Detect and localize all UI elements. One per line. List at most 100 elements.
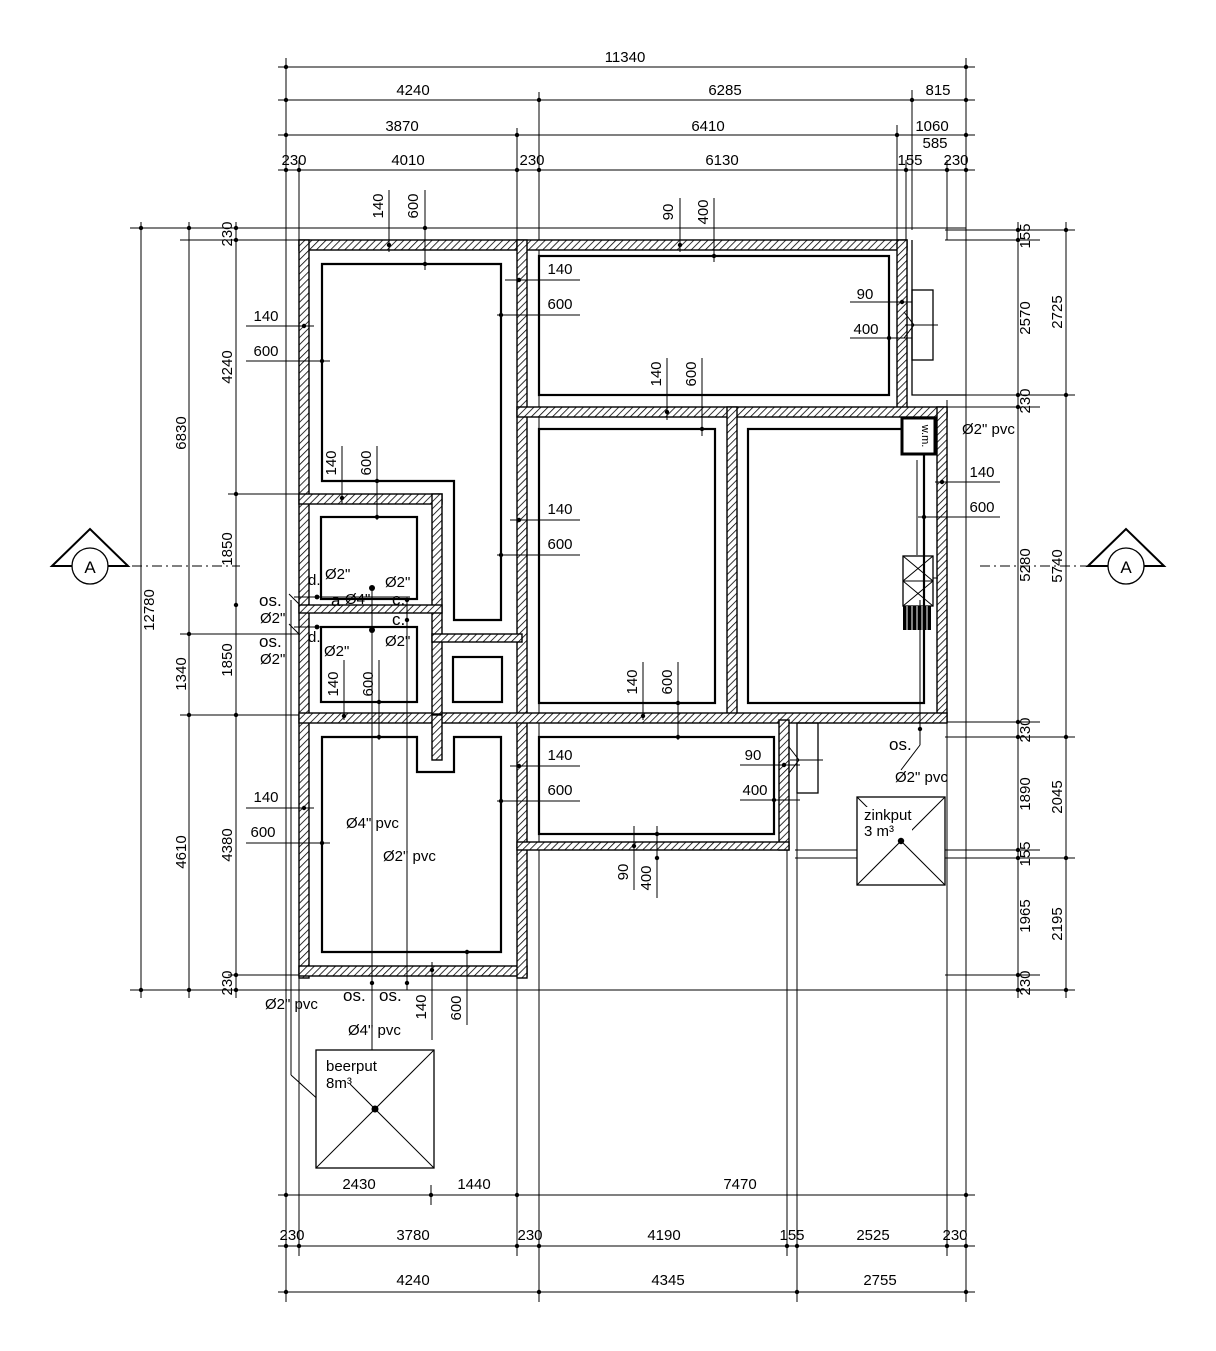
- dim-top-r4-4: 6130: [705, 152, 738, 169]
- dim-right-inner-9: 230: [1017, 970, 1034, 995]
- pipe-os-5: os.: [889, 735, 912, 754]
- callout-600-e: 600: [358, 450, 375, 475]
- callout-90-c: 90: [745, 747, 762, 764]
- callout-600-i: 600: [659, 669, 676, 694]
- dim-top-r3-2: 6410: [691, 118, 724, 135]
- dim-left-inner-1: 230: [219, 221, 236, 246]
- dim-left-inner-3: 1850: [219, 532, 236, 565]
- callout-600-k: 600: [250, 824, 275, 841]
- callout-600-b: 600: [547, 296, 572, 313]
- dim-top-r4-5: 155: [897, 152, 922, 169]
- callout-140-g: 140: [547, 501, 572, 518]
- callout-90-b: 90: [857, 286, 874, 303]
- dim-right-outer-4: 2195: [1049, 907, 1066, 940]
- pipe-os-2: os.: [259, 632, 282, 651]
- dim-bottom-r2-7: 230: [942, 1227, 967, 1244]
- dim-bottom-r2-6: 2525: [856, 1227, 889, 1244]
- beerput-volume: 8m³: [326, 1075, 352, 1092]
- beerput-label: beerput: [326, 1058, 378, 1075]
- dim-bottom-r2-5: 155: [779, 1227, 804, 1244]
- dim-bottom-r2-2: 3780: [396, 1227, 429, 1244]
- callout-140-i: 140: [624, 669, 641, 694]
- dim-left-outer-1: 6830: [173, 416, 190, 449]
- pipe-c-2: c.: [392, 610, 405, 629]
- pipe-o2pvc-2: Ø2" pvc: [265, 996, 318, 1013]
- callout-400-d: 400: [638, 865, 655, 890]
- dim-top-r4-1: 230: [281, 152, 306, 169]
- callout-600-j: 600: [547, 782, 572, 799]
- pipe-o4pvc-1: Ø4" pvc: [346, 815, 399, 832]
- callout-400-b: 400: [853, 321, 878, 338]
- dim-bottom-r2-1: 230: [279, 1227, 304, 1244]
- dim-bottom-r1-2: 1440: [457, 1176, 490, 1193]
- dim-right-inner-4: 5280: [1017, 548, 1034, 581]
- dim-top-r4-2: 4010: [391, 152, 424, 169]
- footing-callouts: 140 600 90 400 140 600 140 600 90 400 14…: [246, 190, 1000, 1040]
- room-panels: [319, 240, 966, 954]
- zinkput-label: zinkput: [864, 807, 912, 824]
- dim-bottom-r2-4: 4190: [647, 1227, 680, 1244]
- pipe-o4pvc-2: Ø4" pvc: [348, 1022, 401, 1039]
- callout-400-a: 400: [695, 199, 712, 224]
- pipe-o4-1: Ø4": [345, 591, 370, 608]
- dim-top-r3-3: 1060: [915, 118, 948, 135]
- dim-bottom-r1-1: 2430: [342, 1176, 375, 1193]
- wall-footings: [298, 239, 948, 979]
- zinkput-pit: zinkput 3 m³: [856, 796, 946, 886]
- dim-bottom-r3-1: 4240: [396, 1272, 429, 1289]
- dim-left-inner-5: 4380: [219, 828, 236, 861]
- callout-600-f: 600: [969, 499, 994, 516]
- pipe-o2pvc-1: Ø2" pvc: [383, 848, 436, 865]
- callout-140-j: 140: [547, 747, 572, 764]
- callout-600-g: 600: [547, 536, 572, 553]
- dim-left-total: 12780: [141, 589, 158, 631]
- dim-left-outer-2: 1340: [173, 657, 190, 690]
- callout-140-h: 140: [325, 671, 342, 696]
- dim-right-inner-5: 230: [1017, 717, 1034, 742]
- callout-600-c: 600: [253, 343, 278, 360]
- pipe-d-2: d.: [308, 629, 321, 646]
- callout-400-c: 400: [742, 782, 767, 799]
- dim-bottom-r1-3: 7470: [723, 1176, 756, 1193]
- pipe-c-1: c.: [392, 590, 405, 609]
- callout-140-k: 140: [253, 789, 278, 806]
- callout-140-e: 140: [323, 450, 340, 475]
- dim-left-inner-2: 4240: [219, 350, 236, 383]
- callout-90-d: 90: [615, 864, 632, 881]
- pipe-os-3: os.: [343, 986, 366, 1005]
- pipe-o2-1: Ø2": [325, 566, 350, 583]
- callout-140-b: 140: [547, 261, 572, 278]
- pipe-o2-4: Ø2": [385, 633, 410, 650]
- zinkput-volume: 3 m³: [864, 823, 894, 840]
- dim-right-inner-6: 1890: [1017, 777, 1034, 810]
- dim-right-outer-1: 2725: [1049, 295, 1066, 328]
- callout-140-a: 140: [370, 193, 387, 218]
- dim-right-inner-1: 155: [1017, 223, 1034, 248]
- dim-right-inner-7: 155: [1017, 841, 1034, 866]
- callout-140-c: 140: [253, 308, 278, 325]
- pipe-os-1: os.: [259, 591, 282, 610]
- pipe-a: a: [331, 591, 341, 610]
- top-dimensions: 11340 4240 6285 815 3870 6410 1060 585 2…: [278, 49, 975, 240]
- dim-left-inner-4: 1850: [219, 643, 236, 676]
- dim-top-r3-1: 3870: [385, 118, 418, 135]
- dim-right-outer-2: 5740: [1049, 549, 1066, 582]
- plumbing: d. Ø2" Ø2" os. a Ø4" c. Ø2" c. os. d. Ø2…: [259, 421, 1015, 1113]
- callout-140-l: 140: [413, 994, 430, 1019]
- pipe-os-4: os.: [379, 986, 402, 1005]
- pipe-o2-6: Ø2": [324, 643, 349, 660]
- dim-top-r2-1: 4240: [396, 82, 429, 99]
- callout-600-a: 600: [405, 193, 422, 218]
- dim-right-inner-3: 230: [1017, 388, 1034, 413]
- dim-top-total: 11340: [605, 49, 646, 66]
- pipe-o2-5: Ø2": [260, 651, 285, 668]
- callout-600-h: 600: [360, 671, 377, 696]
- dim-left-inner-6: 230: [219, 970, 236, 995]
- dim-right-outer-3: 2045: [1049, 780, 1066, 813]
- pipe-o2pvc-4: Ø2" pvc: [895, 769, 948, 786]
- pipe-d-1: d.: [308, 572, 321, 589]
- section-label-right: A: [1120, 558, 1132, 577]
- callout-90-a: 90: [660, 204, 677, 221]
- section-label-left: A: [84, 558, 96, 577]
